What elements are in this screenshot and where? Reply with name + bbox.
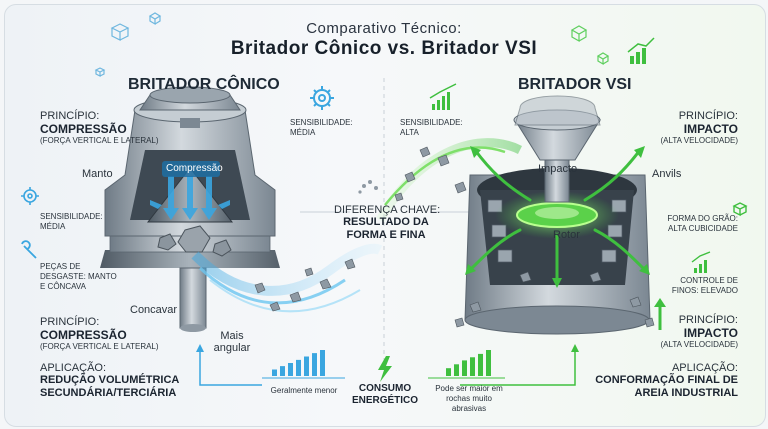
left-app-label: Aplicação: [40,362,107,374]
right-principle2-value: Impacto [683,326,738,340]
gear-icon-left [21,187,39,205]
right-principle2-detail: (Alta velocidade) [660,340,739,349]
energy-bar [280,366,285,376]
energy-bar [486,350,491,376]
left-principle-detail: (Força vertical e lateral) [40,136,159,145]
cube-icon-right [732,202,748,217]
energy-bars-right [446,350,491,376]
energy-bar [320,350,325,376]
left-wear-parts: Peças de desgaste: manto e côncava [40,262,117,291]
energy-bar [470,357,475,376]
pebbles-icon-center [358,180,378,194]
energy-bar [296,359,301,376]
right-app-label: Aplicação: [671,362,738,374]
label-rotor: Rotor [553,229,580,241]
energy-bar [454,364,459,376]
label-manto: Manto [82,168,113,180]
energy-label: Consumo energético [351,383,419,406]
energy-bar [312,353,317,376]
cube-icons-left [94,12,162,77]
right-principle-label: Princípio: [678,110,738,122]
growth-chart-icon-center [429,83,457,110]
right-energy-note: Pode ser maior em rochas muito abrasivas [435,384,503,413]
energy-bar [478,353,483,376]
left-principle-label: Princípio: [40,110,100,122]
key-difference-value: Resultado da forma e fina [343,216,429,241]
label-concavar: Concavar [130,304,178,316]
left-energy-note: Geralmente menor [270,386,338,395]
right-grain-shape: Forma do grão: alta cubicidade [667,214,738,233]
energy-bar [272,369,277,376]
left-principle2-value: Compressão [40,328,127,342]
left-app-value: Redução volumétrica secundária/terciária [40,374,179,399]
bolt-icon [378,356,392,382]
key-difference-label: Diferença chave: [334,204,441,216]
label-anvils: Anvils [652,168,682,180]
right-principle2-label: Princípio: [678,314,738,326]
left-principle2-label: Princípio: [40,316,100,328]
energy-bars-left [272,350,325,376]
vsi-crusher-illustration [376,95,666,335]
cone-crusher-illustration [100,86,383,332]
energy-bar [288,363,293,376]
label-mais-angular: Mais angular [213,330,251,354]
energy-bar [446,368,451,376]
label-compressao: Compressão [166,163,223,174]
right-fines-control: Controle de finos: elevado [671,276,738,295]
vsi-heading: Britador VSI [518,76,632,93]
left-sensitivity: Sensibilidade: média [40,212,103,231]
center-sensitivity-left: Sensibilidade: média [290,118,353,137]
gear-icon-center [310,86,334,110]
wrench-icon-left [21,240,37,259]
left-principle2-detail: (Força vertical e lateral) [40,342,159,351]
cube-icons-right [570,25,610,66]
label-impacto: Impacto [538,163,578,175]
right-principle-detail: (Alta velocidade) [660,136,739,145]
right-app-value: Conformação final de areia industrial [595,374,738,399]
page-title-line2: Britador Cônico vs. Britador VSI [230,38,538,59]
left-principle-value: Compressão [40,122,127,136]
cone-heading: Britador Cônico [128,76,280,93]
bar-chart-icon-top-right [627,37,655,64]
page-title-line1: Comparativo Técnico: [306,20,462,37]
energy-bar [304,356,309,376]
right-principle-value: Impacto [683,122,738,136]
chart-icon-right [691,251,711,273]
energy-bar [462,360,467,376]
center-sensitivity-right: Sensibilidade: alta [400,118,463,137]
